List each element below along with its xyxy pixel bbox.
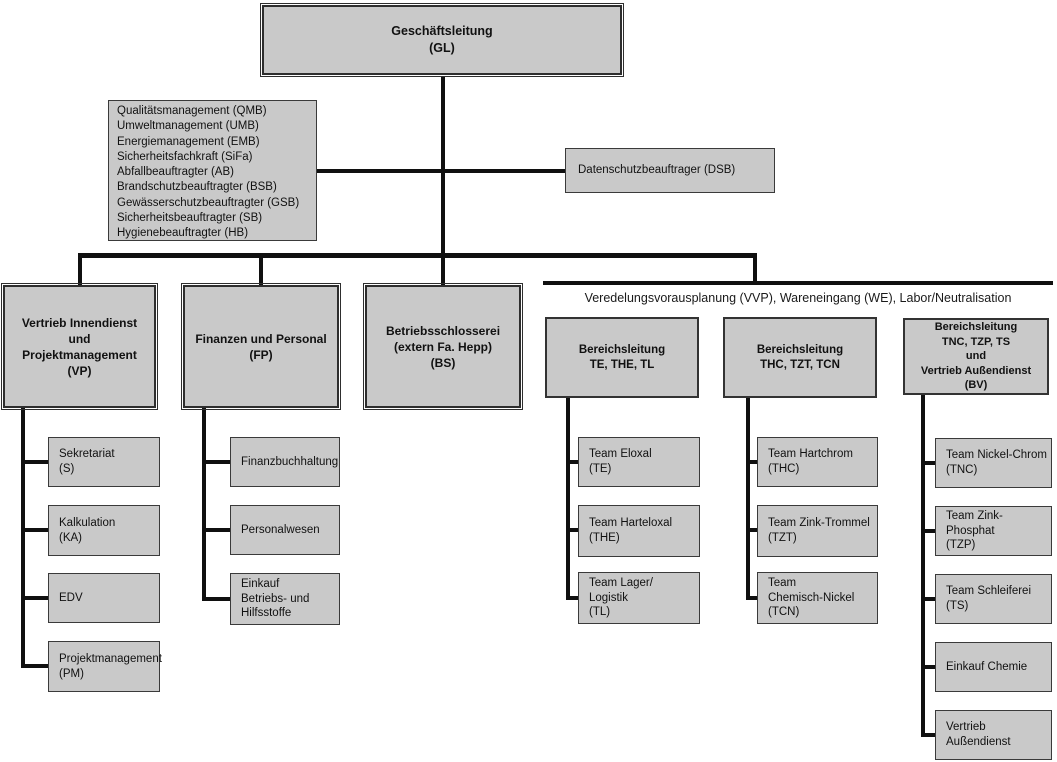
connector-bl1-spine <box>566 398 570 600</box>
box-team-hartchrom: Team Hartchrom (THC) <box>757 437 878 487</box>
box-team-lager-logistik: Team Lager/ Logistik (TL) <box>578 572 700 624</box>
connector-bl3-stub-5 <box>921 733 937 737</box>
box-team-eloxal: Team Eloxal (TE) <box>578 437 700 487</box>
connector-bl3-stub-1 <box>921 461 937 465</box>
connector-gl-drop <box>441 77 445 285</box>
box-team-zink-trommel: Team Zink-Trommel (TZT) <box>757 505 878 557</box>
box-finanzen-personal: Finanzen und Personal (FP) <box>181 283 341 410</box>
connector-bl3-stub-3 <box>921 597 937 601</box>
connector-vp-stub-3 <box>21 596 50 600</box>
connector-bl1-stub-2 <box>566 528 580 532</box>
connector-vp-drop <box>78 256 82 285</box>
group-header-veredelung: Veredelungsvorausplanung (VVP), Warenein… <box>584 291 1012 305</box>
box-vertrieb-projektmanagement: Vertrieb Innendienst und Projektmanageme… <box>1 283 158 410</box>
box-datenschutzbeauftragter: Datenschutzbeauftrager (DSB) <box>565 148 775 193</box>
box-einkauf-betriebsstoffe: Einkauf Betriebs- und Hilfsstoffe <box>230 573 340 625</box>
connector-fp-stub-2 <box>202 528 232 532</box>
box-finanzbuchhaltung: Finanzbuchhaltung <box>230 437 340 487</box>
box-staff-functions: Qualitätsmanagement (QMB) Umweltmanageme… <box>108 100 317 241</box>
connector-bl2-stub-2 <box>746 528 759 532</box>
connector-bl2-stub-3 <box>746 596 759 600</box>
box-bereichsleitung-te-the-tl: Bereichsleitung TE, THE, TL <box>545 317 699 398</box>
connector-bl3-stub-4 <box>921 665 937 669</box>
connector-bl3-stub-2 <box>921 529 937 533</box>
connector-group-hline <box>543 281 1053 285</box>
connector-bl2-spine <box>746 398 750 600</box>
connector-vp-stub-4 <box>21 664 50 668</box>
box-kalkulation: Kalkulation (KA) <box>48 505 160 556</box>
connector-fp-drop <box>259 256 263 285</box>
box-bereichsleitung-tnc-tzp-ts-bv: Bereichsleitung TNC, TZP, TS und Vertrie… <box>903 318 1049 395</box>
box-geschaeftsleitung: Geschäftsleitung (GL) <box>260 3 624 77</box>
connector-fp-spine <box>202 408 206 601</box>
connector-vp-stub-2 <box>21 528 50 532</box>
connector-bl3-spine <box>921 395 925 737</box>
connector-fp-stub-3 <box>202 597 232 601</box>
box-team-chemisch-nickel: Team Chemisch-Nickel (TCN) <box>757 572 878 624</box>
box-betriebsschlosserei: Betriebsschlosserei (extern Fa. Hepp) (B… <box>363 283 523 410</box>
box-bereichsleitung-thc-tzt-tcn: Bereichsleitung THC, TZT, TCN <box>723 317 877 398</box>
box-personalwesen: Personalwesen <box>230 505 340 555</box>
box-sekretariat: Sekretariat (S) <box>48 437 160 487</box>
box-team-harteloxal: Team Harteloxal (THE) <box>578 505 700 557</box>
connector-bl1-stub-3 <box>566 596 580 600</box>
box-einkauf-chemie: Einkauf Chemie <box>935 642 1052 692</box>
box-team-zink-phosphat: Team Zink-Phosphat (TZP) <box>935 506 1052 556</box>
connector-main-hline <box>78 253 757 258</box>
box-team-nickel-chrom: Team Nickel-Chrom (TNC) <box>935 438 1052 488</box>
connector-vp-stub-1 <box>21 460 50 464</box>
box-team-schleiferei: Team Schleiferei (TS) <box>935 574 1052 624</box>
connector-vp-spine <box>21 408 25 668</box>
connector-bl1-stub-1 <box>566 460 580 464</box>
box-vertrieb-aussendienst: Vertrieb Außendienst <box>935 710 1052 760</box>
box-edv: EDV <box>48 573 160 623</box>
box-projektmanagement: Projektmanagement (PM) <box>48 641 162 692</box>
connector-bl2-stub-1 <box>746 460 759 464</box>
connector-fp-stub-1 <box>202 460 232 464</box>
connector-right-drop <box>753 256 757 283</box>
connector-staff-hline <box>317 169 565 173</box>
